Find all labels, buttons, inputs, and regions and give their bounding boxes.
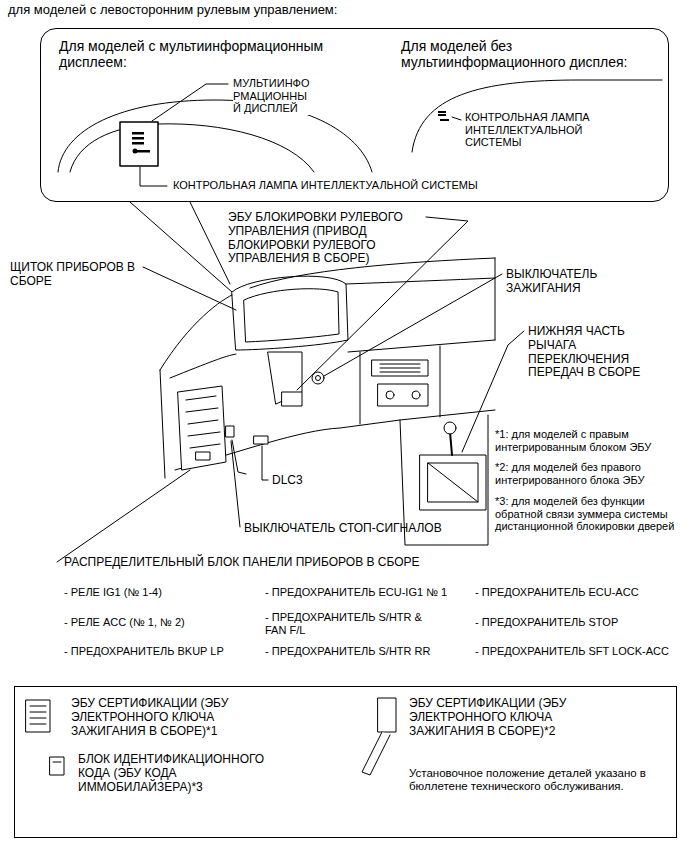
certification-ecu-icon bbox=[362, 732, 390, 775]
part-label: ВЫКЛЮЧАТЕЛЬ ЗАЖИГАНИЯ bbox=[506, 268, 618, 296]
indicator-lamp bbox=[440, 119, 449, 121]
part-label: РАСПРЕДЕЛИТЕЛЬНЫЙ БЛОК ПАНЕЛИ ПРИБОРОВ В… bbox=[64, 556, 524, 570]
indicator-lamp bbox=[133, 149, 138, 154]
indicator-lamp bbox=[136, 150, 150, 153]
component-item: - ПРЕДОХРАНИТЕЛЬ S/HTR & FAN F/L bbox=[265, 611, 440, 636]
page-heading: для моделей с левосторонним рулевым упра… bbox=[8, 3, 568, 18]
certification-ecu-icon bbox=[30, 706, 46, 724]
meter-rim bbox=[412, 80, 662, 152]
indicator-lamp bbox=[132, 132, 144, 135]
junction-block bbox=[178, 386, 226, 470]
footnote: *1: для моделей с правым интегрированным… bbox=[495, 428, 677, 453]
stop-switch bbox=[226, 426, 234, 437]
condition-heading: Для моделей с мультиинформационным диспл… bbox=[59, 38, 359, 70]
callout-tail bbox=[190, 202, 230, 284]
part-label: БЛОК ИДЕНТИФИКАЦИОННОГО КОДА (ЭБУ КОДА И… bbox=[78, 753, 293, 794]
certification-ecu-icon bbox=[26, 700, 50, 732]
indicator-lamp bbox=[438, 114, 446, 116]
shift-knob bbox=[444, 422, 456, 434]
multi-display bbox=[120, 122, 158, 166]
immobiliser-ecu-icon bbox=[53, 762, 61, 763]
immobiliser-ecu-icon bbox=[50, 757, 64, 775]
junction-connector bbox=[196, 452, 210, 460]
center-stack bbox=[440, 346, 441, 417]
part-label: ВЫКЛЮЧАТЕЛЬ СТОП-СИГНАЛОВ bbox=[244, 522, 484, 536]
part-label: МУЛЬТИИНФО РМАЦИОННЫ Й ДИСПЛЕЙ bbox=[233, 77, 314, 115]
shift-lever-assembly bbox=[420, 455, 486, 510]
component-item: - РЕЛЕ IG1 (№ 1-4) bbox=[64, 586, 254, 599]
meter-dial bbox=[158, 124, 314, 172]
shift-lever bbox=[450, 432, 452, 455]
component-item: - ПРЕДОХРАНИТЕЛЬ SFT LOCK-ACC bbox=[475, 645, 680, 658]
dlc3-connector bbox=[254, 436, 268, 444]
component-item: - РЕЛЕ ACC (№ 1, № 2) bbox=[64, 616, 254, 629]
leader-line bbox=[152, 84, 228, 121]
dash-outline bbox=[346, 278, 495, 284]
combination-meter bbox=[232, 276, 348, 350]
meter-face bbox=[244, 289, 339, 342]
callout-bubble: Для моделей с мультиинформационным диспл… bbox=[40, 28, 669, 202]
component-item: - ПРЕДОХРАНИТЕЛЬ ECU-IG1 № 1 bbox=[265, 586, 465, 599]
leader-line bbox=[452, 117, 461, 120]
condition-heading: Для моделей без мультиинформационного ди… bbox=[401, 38, 663, 70]
center-stack bbox=[360, 352, 361, 424]
steering-lock-ecu bbox=[282, 392, 302, 406]
part-label: НИЖНЯЯ ЧАСТЬ РЫЧАГА ПЕРЕКЛЮЧЕНИЯ ПЕРЕДАЧ… bbox=[528, 325, 660, 380]
dash-outline bbox=[495, 258, 496, 340]
leader-line bbox=[140, 167, 167, 186]
part-label: КОНТРОЛЬНАЯ ЛАМПА ИНТЕЛЛЕКТУАЛЬНОЙ СИСТЕ… bbox=[465, 111, 615, 149]
audio-knob bbox=[412, 391, 420, 399]
indicator-lamp bbox=[132, 142, 144, 145]
note-text: Установочное положение деталей указано в… bbox=[409, 767, 671, 793]
dash-outline bbox=[170, 354, 236, 378]
indicator-symbols bbox=[132, 111, 449, 154]
legend-box: ЭБУ СЕРТИФИКАЦИИ (ЭБУ ЭЛЕКТРОННОГО КЛЮЧА… bbox=[14, 686, 677, 838]
certification-ecu-icon bbox=[378, 698, 396, 732]
dash-outline bbox=[160, 370, 165, 478]
audio-unit bbox=[378, 384, 428, 406]
indicator-lamp bbox=[132, 137, 144, 140]
meter-rim bbox=[58, 100, 372, 172]
part-label: ЭБУ СЕРТИФИКАЦИИ (ЭБУ ЭЛЕКТРОННОГО КЛЮЧА… bbox=[409, 697, 609, 738]
component-item: - ПРЕДОХРАНИТЕЛЬ S/HTR RR bbox=[265, 645, 465, 658]
callout-tail bbox=[130, 202, 232, 292]
junction-block bbox=[186, 396, 220, 448]
component-item: - ПРЕДОХРАНИТЕЛЬ STOP bbox=[475, 616, 680, 629]
part-label: DLC3 bbox=[272, 474, 332, 488]
footnote: *2: для моделей без правого интегрирован… bbox=[495, 461, 677, 486]
audio-knob bbox=[386, 391, 394, 399]
leader-line bbox=[262, 446, 268, 480]
shift-lever-assembly bbox=[428, 463, 478, 502]
part-label: ЭБУ БЛОКИРОВКИ РУЛЕВОГО УПРАВЛЕНИЯ (ПРИВ… bbox=[228, 211, 433, 266]
component-item: - ПРЕДОХРАНИТЕЛЬ ECU-ACC bbox=[475, 586, 680, 599]
dash-outline bbox=[348, 340, 495, 352]
part-label: КОНТРОЛЬНАЯ ЛАМПА ИНТЕЛЛЕКТУАЛЬНОЙ СИСТЕ… bbox=[173, 179, 513, 192]
air-vent bbox=[372, 360, 428, 376]
part-label: ЭБУ СЕРТИФИКАЦИИ (ЭБУ ЭЛЕКТРОННОГО КЛЮЧА… bbox=[71, 697, 271, 738]
leader-line bbox=[143, 267, 236, 310]
leader-line bbox=[231, 441, 240, 527]
leader-line bbox=[324, 274, 502, 376]
component-item: - ПРЕДОХРАНИТЕЛЬ BKUP LP bbox=[64, 645, 254, 658]
indicator-lamp bbox=[438, 111, 446, 113]
air-vent bbox=[380, 364, 420, 372]
ignition-switch bbox=[316, 376, 321, 381]
drawing bbox=[26, 80, 662, 775]
leader-line bbox=[57, 470, 190, 562]
footnote: *3: для моделей без функции обратной свя… bbox=[495, 495, 677, 533]
part-label: ЩИТОК ПРИБОРОВ В СБОРЕ bbox=[10, 261, 140, 289]
